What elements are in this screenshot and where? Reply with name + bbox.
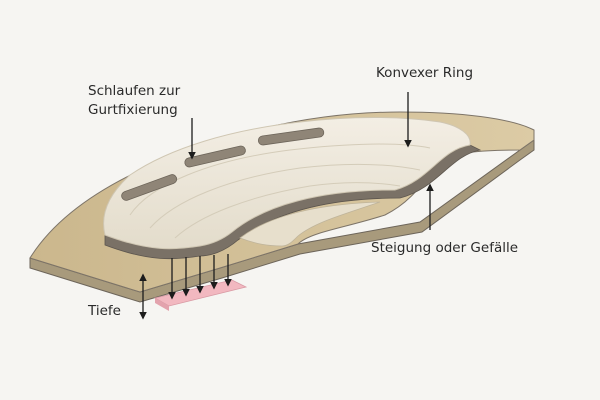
- ring-contour-1: [129, 143, 431, 216]
- depth-arrows: [168, 254, 232, 300]
- strap-loops-label: Schlaufen zur Gurtfixierung: [88, 82, 180, 120]
- strap-loops: [121, 127, 325, 201]
- slot-icon: [121, 174, 178, 201]
- depth-block-side: [155, 298, 169, 311]
- slot-icon: [184, 145, 246, 168]
- slope-label: Steigung oder Gefälle: [371, 240, 519, 256]
- slot-icon: [257, 127, 325, 146]
- ring-contour-3: [174, 182, 401, 239]
- convex-ring-surface: [103, 117, 471, 250]
- center-opening: [239, 201, 381, 247]
- strap-loops-label-line2: Gurtfixierung: [88, 102, 178, 118]
- ring-contour-2: [149, 163, 421, 229]
- convex-ring-label: Konvexer Ring: [376, 65, 474, 81]
- depth-label: Tiefe: [88, 303, 121, 319]
- strap-loops-label-line1: Schlaufen zur: [88, 83, 181, 99]
